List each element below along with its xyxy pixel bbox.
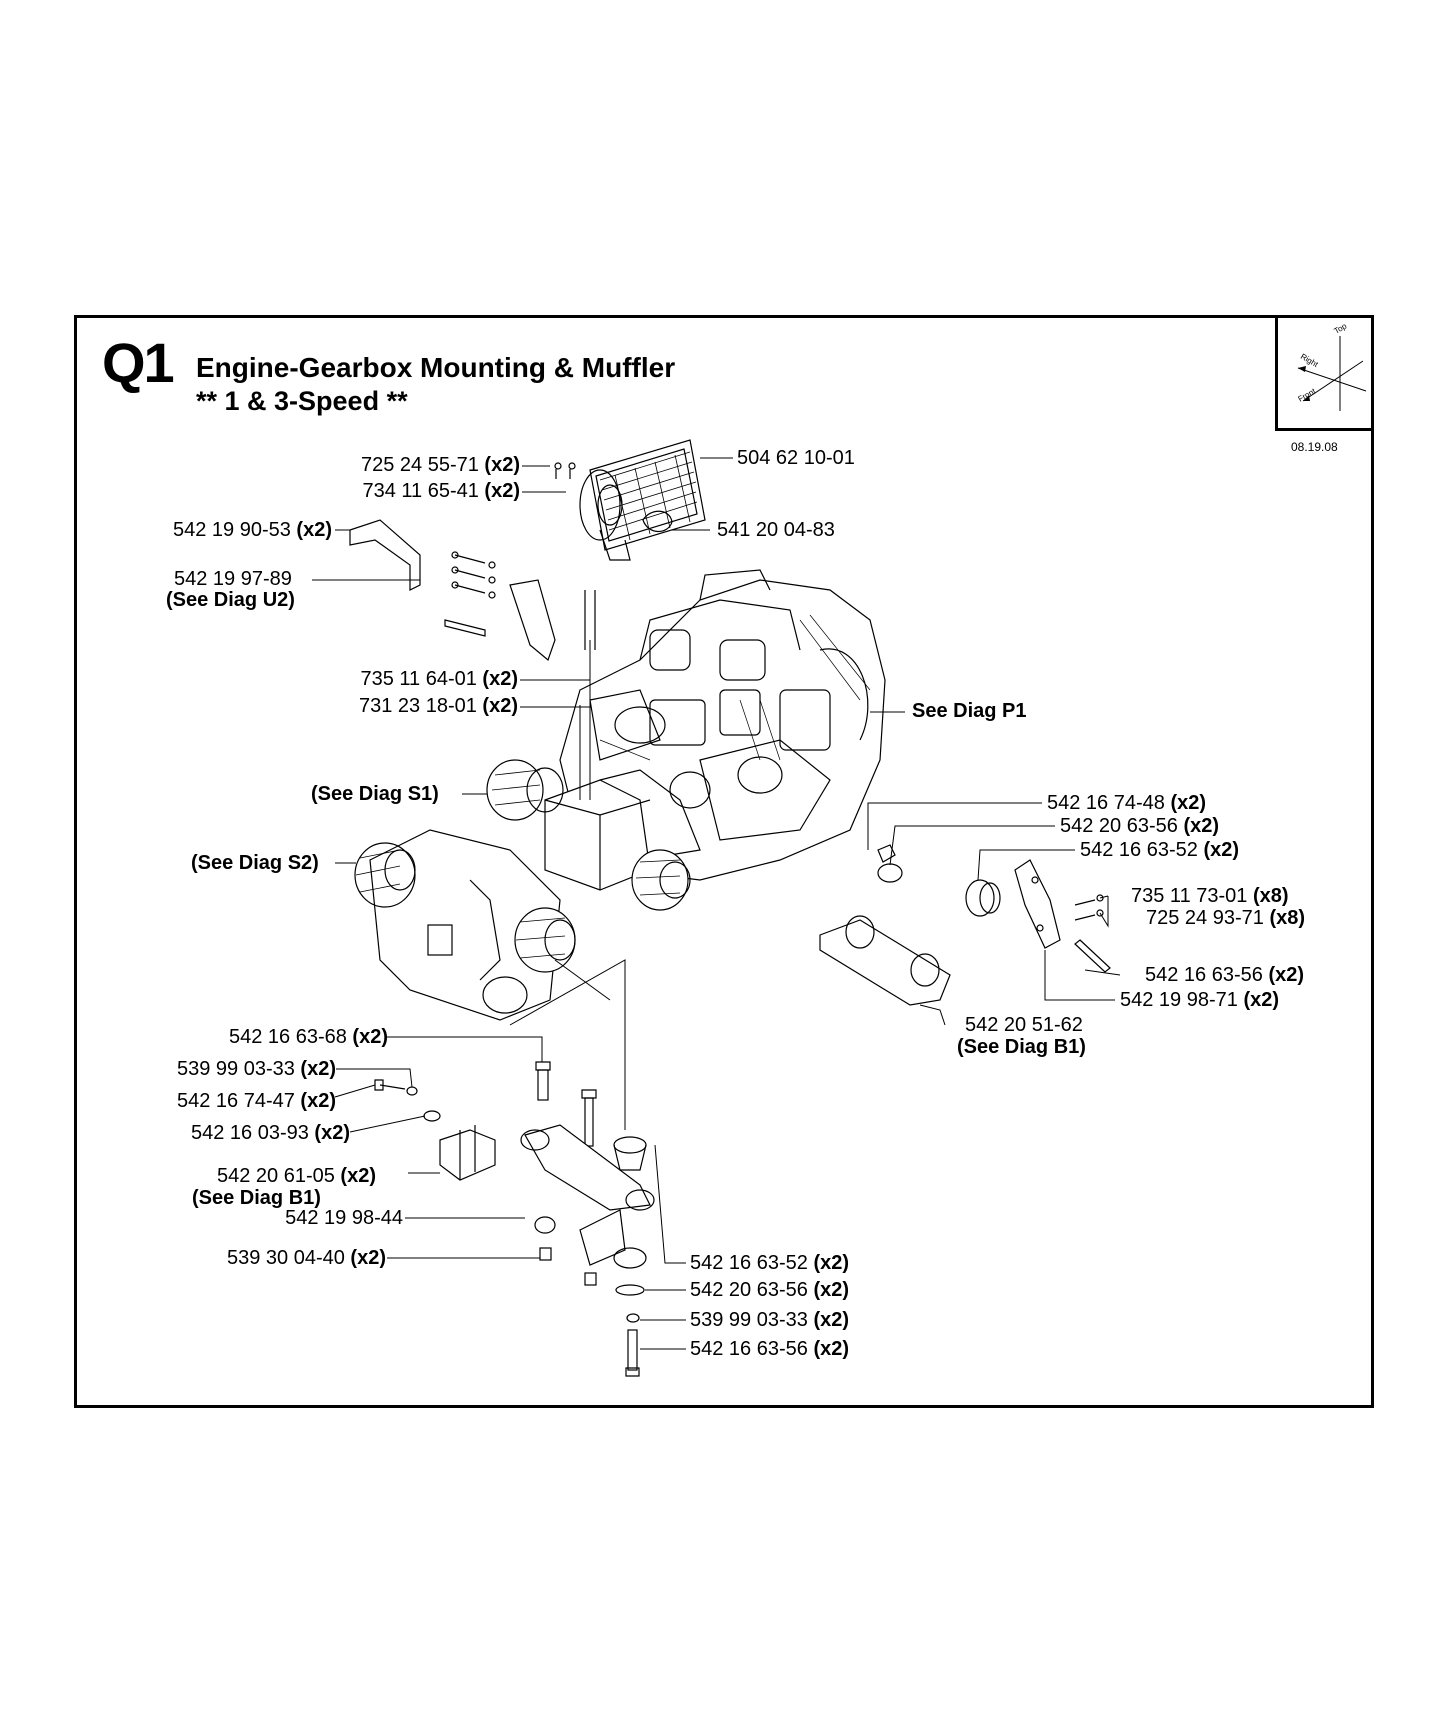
quantity: (x2) bbox=[484, 480, 520, 502]
see-diag-s2: (See Diag S2) bbox=[191, 852, 319, 874]
gearbox-s2-drawing bbox=[354, 829, 576, 1021]
part-label-539-99-03-33-lower: 539 99 03-33 (x2) bbox=[690, 1309, 849, 1331]
part-label-734-11-65-41: 734 11 65-41 (x2) bbox=[325, 480, 520, 502]
part-number: 542 16 63-56 bbox=[690, 1338, 808, 1360]
bolt-set bbox=[444, 551, 496, 637]
quantity: (x2) bbox=[1243, 989, 1280, 1011]
part-label-541-20-04-83: 541 20 04-83 bbox=[717, 519, 835, 541]
muffler-drawing bbox=[579, 439, 706, 561]
diagram-title: Engine-Gearbox Mounting & Muffler bbox=[196, 352, 676, 383]
see-diag-b1-left: (See Diag B1) bbox=[192, 1187, 321, 1209]
quantity: (x2) bbox=[314, 1122, 350, 1144]
part-number: 542 16 63-68 bbox=[228, 1026, 347, 1048]
part-number: 735 11 73-01 bbox=[1131, 885, 1248, 907]
part-label-504-62-10-01: 504 62 10-01 bbox=[737, 447, 855, 469]
part-number: 542 20 61-05 bbox=[216, 1165, 335, 1187]
quantity: (x2) bbox=[813, 1338, 850, 1360]
part-number: 725 24 55-71 bbox=[360, 454, 479, 476]
part-label-542-20-63-56: 542 20 63-56 (x2) bbox=[1060, 815, 1219, 837]
quantity: (x2) bbox=[1268, 964, 1305, 986]
clamp-drawing bbox=[642, 510, 673, 533]
quantity: (x2) bbox=[813, 1309, 850, 1331]
part-label-731-23-18-01: 731 23 18-01 (x2) bbox=[325, 695, 518, 717]
part-label-542-19-90-53: 542 19 90-53 (x2) bbox=[130, 519, 332, 541]
diagram-frame bbox=[74, 315, 1374, 1408]
part-label-725-24-93-71: 725 24 93-71 (x8) bbox=[1146, 907, 1305, 929]
diagram-code: Q1 bbox=[102, 331, 175, 394]
right-mount-drawing bbox=[819, 844, 1111, 1006]
part-number: 542 16 63-56 bbox=[1145, 964, 1263, 986]
quantity: (x2) bbox=[1170, 792, 1207, 814]
see-diag-u2: (See Diag U2) bbox=[166, 589, 295, 611]
part-number: 542 20 63-56 bbox=[1060, 815, 1178, 837]
part-label-735-11-64-01: 735 11 64-01 (x2) bbox=[325, 668, 518, 690]
part-label-542-16-74-47: 542 16 74-47 (x2) bbox=[110, 1090, 336, 1112]
part-number: 542 20 51-62 bbox=[965, 1014, 1083, 1036]
part-number: 542 16 74-47 bbox=[176, 1090, 295, 1112]
part-number: 542 19 90-53 bbox=[172, 519, 291, 541]
part-number: 541 20 04-83 bbox=[717, 519, 835, 541]
part-number: 542 19 97-89 bbox=[174, 568, 292, 590]
quantity: (x2) bbox=[350, 1247, 386, 1269]
part-label-542-16-63-68: 542 16 63-68 (x2) bbox=[160, 1026, 388, 1048]
quantity: (x2) bbox=[482, 695, 518, 717]
part-number: 542 19 98-71 bbox=[1120, 989, 1238, 1011]
part-label-725-24-55-71: 725 24 55-71 (x2) bbox=[325, 454, 520, 476]
quantity: (x2) bbox=[340, 1165, 376, 1187]
part-number: 539 99 03-33 bbox=[176, 1058, 295, 1080]
part-number: 731 23 18-01 bbox=[358, 695, 477, 717]
part-number: 542 19 98-44 bbox=[285, 1207, 403, 1229]
see-diag-s1: (See Diag S1) bbox=[311, 783, 439, 805]
see-diag-b1-right: (See Diag B1) bbox=[957, 1036, 1086, 1058]
gearbox-s1-drawing bbox=[486, 759, 691, 911]
part-label-542-20-63-56-lower: 542 20 63-56 (x2) bbox=[690, 1279, 849, 1301]
part-number: 542 16 63-52 bbox=[1080, 839, 1198, 861]
part-number: 734 11 65-41 bbox=[362, 480, 479, 502]
quantity: (x2) bbox=[1183, 815, 1220, 837]
part-label-542-16-63-56-right: 542 16 63-56 (x2) bbox=[1145, 964, 1304, 986]
orientation-compass: Top Right Front bbox=[1275, 316, 1371, 431]
leader-lines bbox=[312, 457, 1121, 1350]
quantity: (x2) bbox=[482, 668, 518, 690]
part-label-542-16-63-52-lower: 542 16 63-52 (x2) bbox=[690, 1252, 849, 1274]
part-label-539-99-03-33-left: 539 99 03-33 (x2) bbox=[110, 1058, 336, 1080]
part-number: 542 16 63-52 bbox=[690, 1252, 808, 1274]
lower-mount-drawing bbox=[374, 462, 655, 1377]
diagram-subtitle: ** 1 & 3-Speed ** bbox=[196, 386, 408, 416]
part-label-542-16-74-48: 542 16 74-48 (x2) bbox=[1047, 792, 1206, 814]
quantity: (x2) bbox=[352, 1026, 388, 1048]
bracket-drawing bbox=[349, 519, 421, 591]
part-label-542-16-63-56-lower: 542 16 63-56 (x2) bbox=[690, 1338, 849, 1360]
quantity: (x2) bbox=[813, 1252, 850, 1274]
part-number: 542 20 63-56 bbox=[690, 1279, 808, 1301]
part-label-542-20-61-05: 542 20 61-05 (x2) bbox=[150, 1165, 376, 1187]
quantity: (x2) bbox=[296, 519, 332, 541]
part-number: 539 99 03-33 bbox=[690, 1309, 808, 1331]
quantity: (x2) bbox=[1203, 839, 1240, 861]
quantity: (x8) bbox=[1269, 907, 1306, 929]
part-label-539-30-04-40: 539 30 04-40 (x2) bbox=[160, 1247, 386, 1269]
see-diag-p1: See Diag P1 bbox=[912, 700, 1027, 722]
part-label-542-19-98-71: 542 19 98-71 (x2) bbox=[1120, 989, 1279, 1011]
part-label-542-19-98-44: 542 19 98-44 bbox=[200, 1207, 403, 1229]
part-label-542-16-63-52: 542 16 63-52 (x2) bbox=[1080, 839, 1239, 861]
quantity: (x8) bbox=[1252, 885, 1289, 907]
part-number: 542 16 74-48 bbox=[1047, 792, 1165, 814]
part-number: 735 11 64-01 bbox=[360, 668, 477, 690]
quantity: (x2) bbox=[300, 1058, 336, 1080]
part-number: 725 24 93-71 bbox=[1146, 907, 1264, 929]
part-number: 539 30 04-40 bbox=[226, 1247, 345, 1269]
part-label-542-16-03-93: 542 16 03-93 (x2) bbox=[122, 1122, 350, 1144]
quantity: (x2) bbox=[300, 1090, 336, 1112]
part-label-735-11-73-01: 735 11 73-01 (x8) bbox=[1131, 885, 1289, 907]
quantity: (x2) bbox=[813, 1279, 850, 1301]
quantity: (x2) bbox=[484, 454, 520, 476]
diagram-date: 08.19.08 bbox=[1291, 440, 1338, 454]
plate-drawing bbox=[509, 579, 556, 662]
part-label-542-20-51-62: 542 20 51-62 bbox=[965, 1014, 1083, 1036]
part-number: 504 62 10-01 bbox=[737, 447, 855, 469]
part-label-542-19-97-89: 542 19 97-89 bbox=[174, 568, 292, 590]
part-number: 542 16 03-93 bbox=[190, 1122, 309, 1144]
